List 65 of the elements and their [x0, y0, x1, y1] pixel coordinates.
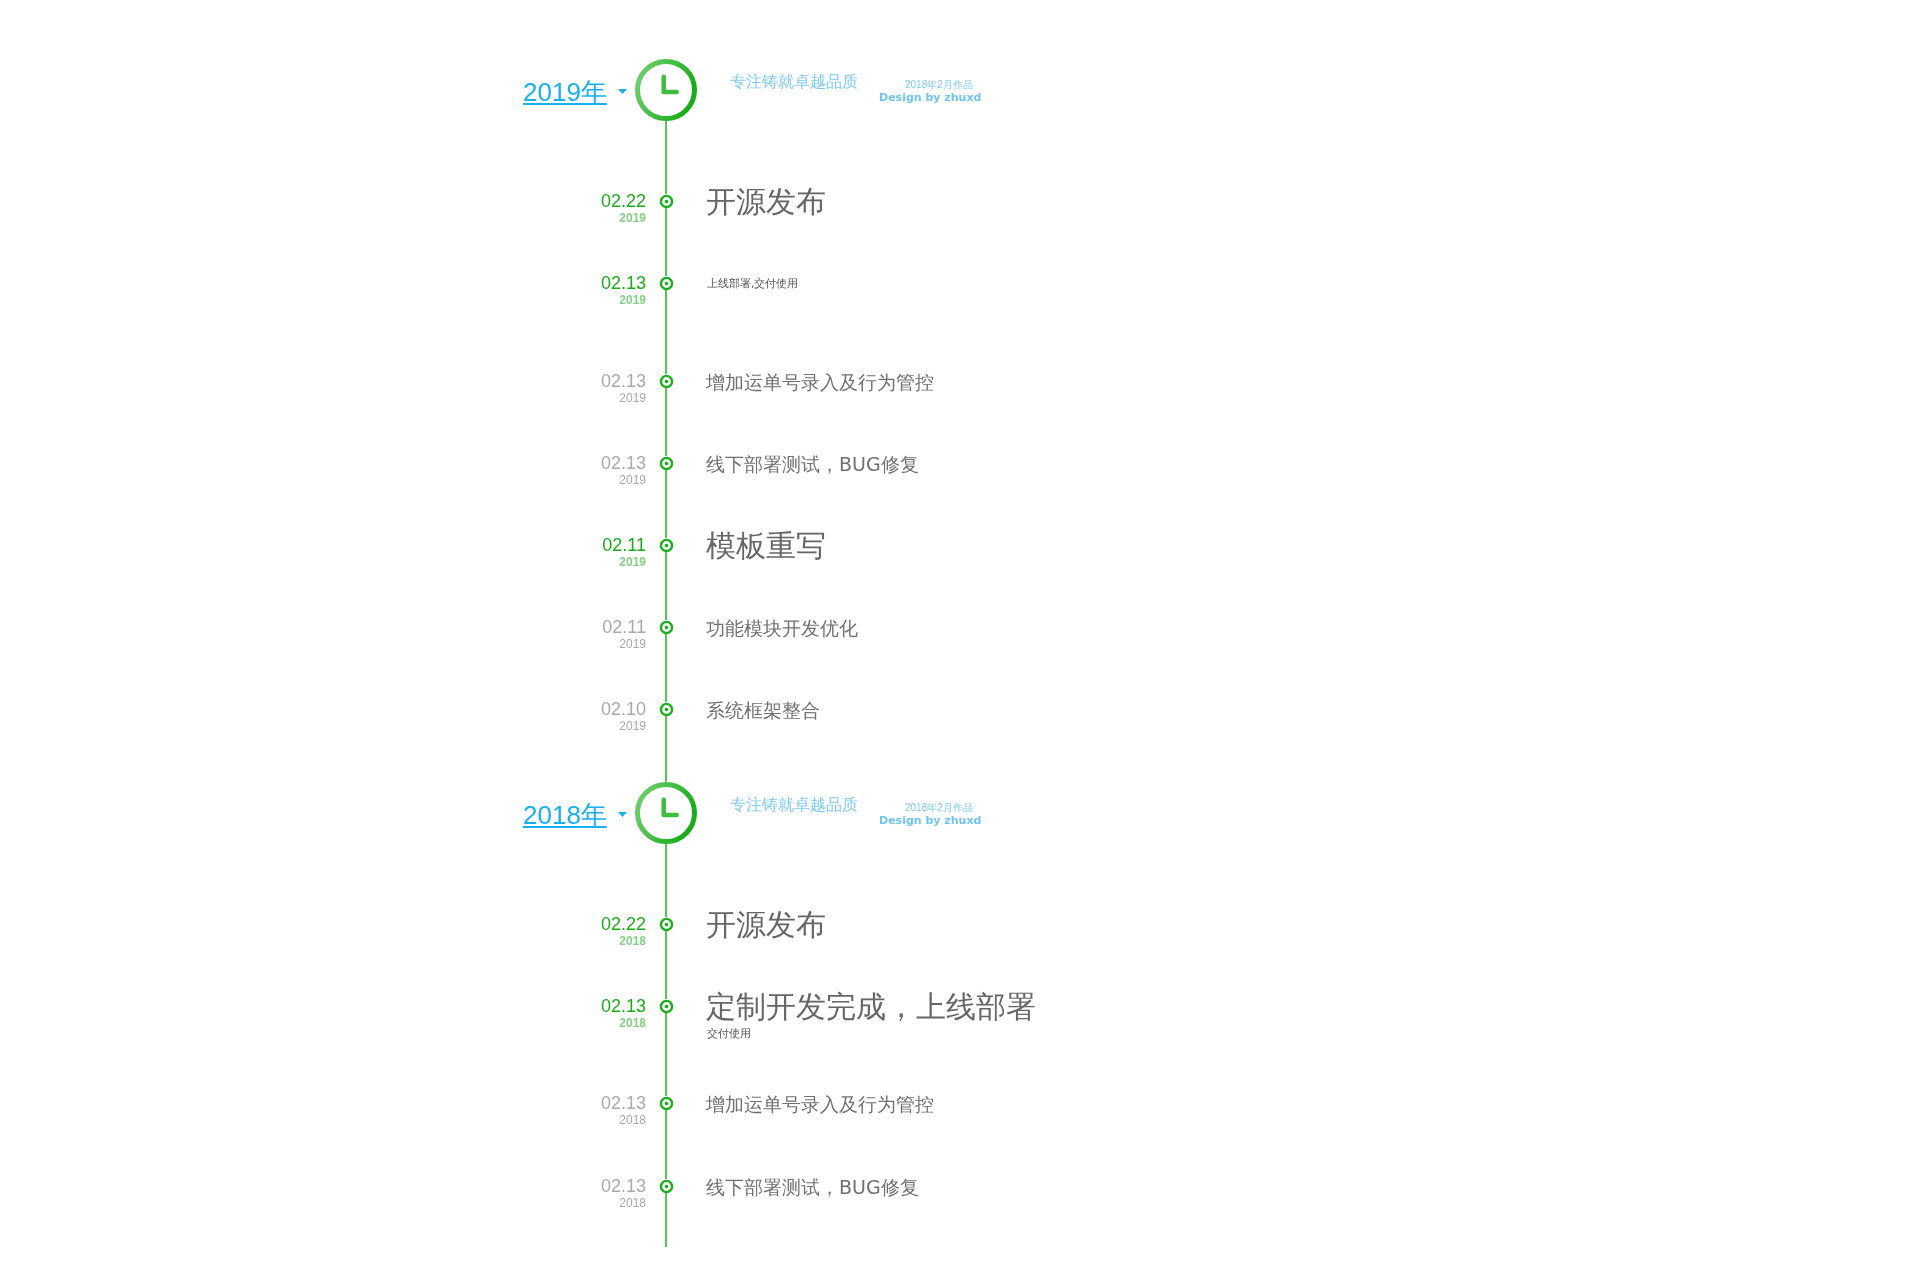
event-title: 增加运单号录入及行为管控	[706, 370, 934, 394]
event-year: 2019	[619, 554, 646, 570]
timeline-dot-icon	[658, 455, 674, 471]
event-title: 开源发布	[706, 907, 826, 943]
timeline-dot-icon	[658, 193, 674, 209]
event-date: 02.22	[600, 914, 646, 936]
event-note: 交付使用	[707, 1027, 751, 1041]
timeline-dot-icon	[658, 998, 674, 1014]
timeline-line	[665, 387, 667, 457]
event-note: 上线部署,交付使用	[707, 277, 799, 291]
event-title: 线下部署测试，BUG修复	[706, 452, 919, 476]
event-year: 2019	[619, 292, 646, 308]
event-title: 模板重写	[706, 528, 826, 564]
event-date: 02.13	[600, 1176, 646, 1198]
timeline-dot-icon	[658, 537, 674, 553]
timeline-dot-icon	[658, 916, 674, 932]
timeline-line	[665, 1192, 667, 1248]
event-date: 02.11	[602, 535, 646, 557]
clock-icon	[634, 58, 698, 122]
year-link: 2019年	[523, 77, 607, 109]
timeline-line	[665, 469, 667, 539]
date-note: 2018年2月作品	[905, 79, 973, 91]
timeline-dot-icon	[658, 701, 674, 717]
event-title: 增加运单号录入及行为管控	[706, 1092, 934, 1116]
timeline-line	[665, 1012, 667, 1097]
timeline-line	[665, 930, 667, 1000]
timeline-dot-icon	[658, 1095, 674, 1111]
year-link: 2018年	[523, 800, 607, 832]
timeline-dot-icon	[658, 1178, 674, 1194]
event-year: 2019	[619, 636, 646, 652]
clock-icon	[634, 781, 698, 845]
event-title: 开源发布	[706, 184, 826, 220]
event-title: 功能模块开发优化	[706, 616, 858, 640]
event-year: 2018	[619, 1112, 646, 1128]
event-date: 02.13	[600, 273, 646, 295]
event-date: 02.13	[600, 1093, 646, 1115]
event-date: 02.22	[600, 191, 646, 213]
timeline-line	[665, 207, 667, 277]
event-title: 线下部署测试，BUG修复	[706, 1175, 919, 1199]
tagline: 专注铸就卓越品质	[730, 72, 858, 92]
timeline-line	[665, 289, 667, 375]
event-year: 2019	[619, 390, 646, 406]
event-year: 2018	[619, 933, 646, 949]
event-date: 02.13	[600, 453, 646, 475]
event-date: 02.13	[600, 371, 646, 393]
designer-credit: Design by zhuxd	[879, 91, 982, 105]
timeline-line	[665, 551, 667, 621]
event-year: 2018	[619, 1015, 646, 1031]
timeline-dot-icon	[658, 619, 674, 635]
tagline: 专注铸就卓越品质	[730, 795, 858, 815]
timeline-dot-icon	[658, 373, 674, 389]
event-title: 系统框架整合	[706, 698, 820, 722]
event-year: 2019	[619, 718, 646, 734]
event-year: 2019	[619, 210, 646, 226]
event-date: 02.13	[600, 996, 646, 1018]
event-title: 定制开发完成，上线部署	[706, 989, 1036, 1025]
event-date: 02.11	[602, 617, 646, 639]
event-date: 02.10	[600, 699, 646, 721]
timeline-line	[665, 633, 667, 703]
timeline-line	[665, 1109, 667, 1180]
timeline-dot-icon	[658, 275, 674, 291]
date-note: 2018年2月作品	[905, 802, 973, 814]
event-year: 2019	[619, 472, 646, 488]
event-year: 2018	[619, 1195, 646, 1211]
designer-credit: Design by zhuxd	[879, 814, 982, 828]
